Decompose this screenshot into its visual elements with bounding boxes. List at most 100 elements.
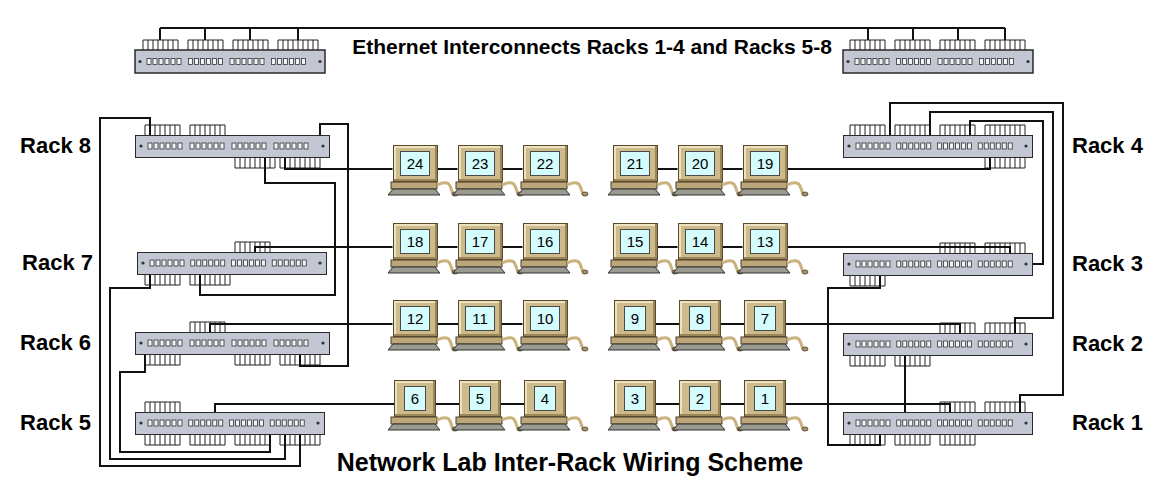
port <box>174 260 178 266</box>
keyboard <box>738 189 790 195</box>
computer-number: 18 <box>400 229 431 254</box>
port <box>190 340 194 346</box>
port <box>897 261 901 267</box>
network-cable <box>438 323 459 325</box>
port <box>996 261 1000 267</box>
port <box>909 420 913 426</box>
port <box>154 143 158 149</box>
port <box>880 420 884 426</box>
computer-case <box>521 337 567 344</box>
port <box>166 143 170 149</box>
computer-number: 1 <box>754 386 776 411</box>
computer-case <box>456 182 502 189</box>
port-row <box>136 136 328 156</box>
port <box>290 59 294 65</box>
port <box>242 59 246 65</box>
port <box>886 341 890 347</box>
patch-panel: Rack 7 <box>137 252 327 275</box>
port <box>856 143 860 149</box>
port <box>909 143 913 149</box>
patch-panel: Rack 3 <box>843 253 1033 276</box>
port <box>232 340 236 346</box>
port <box>213 59 217 65</box>
port <box>968 261 972 267</box>
network-cable <box>721 323 744 325</box>
port <box>897 341 901 347</box>
network-cable <box>721 403 744 405</box>
port <box>150 260 154 266</box>
port <box>207 59 211 65</box>
network-cable <box>438 168 458 170</box>
port <box>221 260 225 266</box>
port <box>950 261 954 267</box>
network-cable <box>723 246 743 248</box>
port <box>242 420 246 426</box>
mouse <box>802 270 808 274</box>
port <box>990 143 994 149</box>
port <box>214 143 218 149</box>
port <box>154 340 158 346</box>
port-jacks <box>985 125 1025 135</box>
port <box>909 341 913 347</box>
keyboard <box>518 189 570 195</box>
port <box>276 420 280 426</box>
port <box>996 143 1000 149</box>
computer-number: 17 <box>465 229 496 254</box>
port-jacks <box>190 275 230 285</box>
mouse <box>582 192 588 196</box>
port <box>250 143 254 149</box>
rack-label: Rack 2 <box>1072 333 1143 355</box>
port <box>280 143 284 149</box>
screw <box>847 262 850 265</box>
port <box>195 59 199 65</box>
keyboard <box>608 344 660 350</box>
port <box>886 261 890 267</box>
network-cable <box>438 246 458 248</box>
computer-monitor: 6 <box>394 380 436 417</box>
port-row <box>846 59 1029 65</box>
port <box>292 143 296 149</box>
port <box>956 420 960 426</box>
port <box>968 341 972 347</box>
port <box>938 59 942 65</box>
screw <box>139 421 142 424</box>
port <box>262 340 266 346</box>
port <box>944 261 948 267</box>
port <box>154 420 158 426</box>
port-jacks <box>940 435 975 445</box>
computer-case <box>456 337 502 344</box>
port <box>980 59 984 65</box>
port <box>984 420 988 426</box>
computer-number: 8 <box>689 306 711 331</box>
port <box>862 261 866 267</box>
rack-label: Rack 1 <box>1072 412 1143 434</box>
computer-case <box>676 182 722 189</box>
keyboard <box>673 189 725 195</box>
port <box>938 341 942 347</box>
port <box>968 420 972 426</box>
port <box>962 143 966 149</box>
port <box>180 260 184 266</box>
computer-number: 22 <box>530 151 561 176</box>
keyboard <box>518 424 570 430</box>
port <box>956 261 960 267</box>
computer-monitor: 24 <box>393 145 438 182</box>
screw <box>318 60 321 63</box>
port <box>903 261 907 267</box>
port <box>282 420 286 426</box>
port <box>962 59 966 65</box>
computer-case <box>391 417 437 424</box>
computer-case <box>611 260 657 267</box>
port <box>1002 143 1006 149</box>
computer-monitor: 5 <box>459 380 501 417</box>
port <box>862 420 866 426</box>
port <box>208 143 212 149</box>
computer-case <box>391 337 437 344</box>
network-cable <box>788 158 991 169</box>
keyboard <box>608 424 660 430</box>
port-jacks <box>143 40 178 50</box>
port <box>286 143 290 149</box>
computer-number: 15 <box>620 229 651 254</box>
port <box>220 340 224 346</box>
port <box>304 143 308 149</box>
